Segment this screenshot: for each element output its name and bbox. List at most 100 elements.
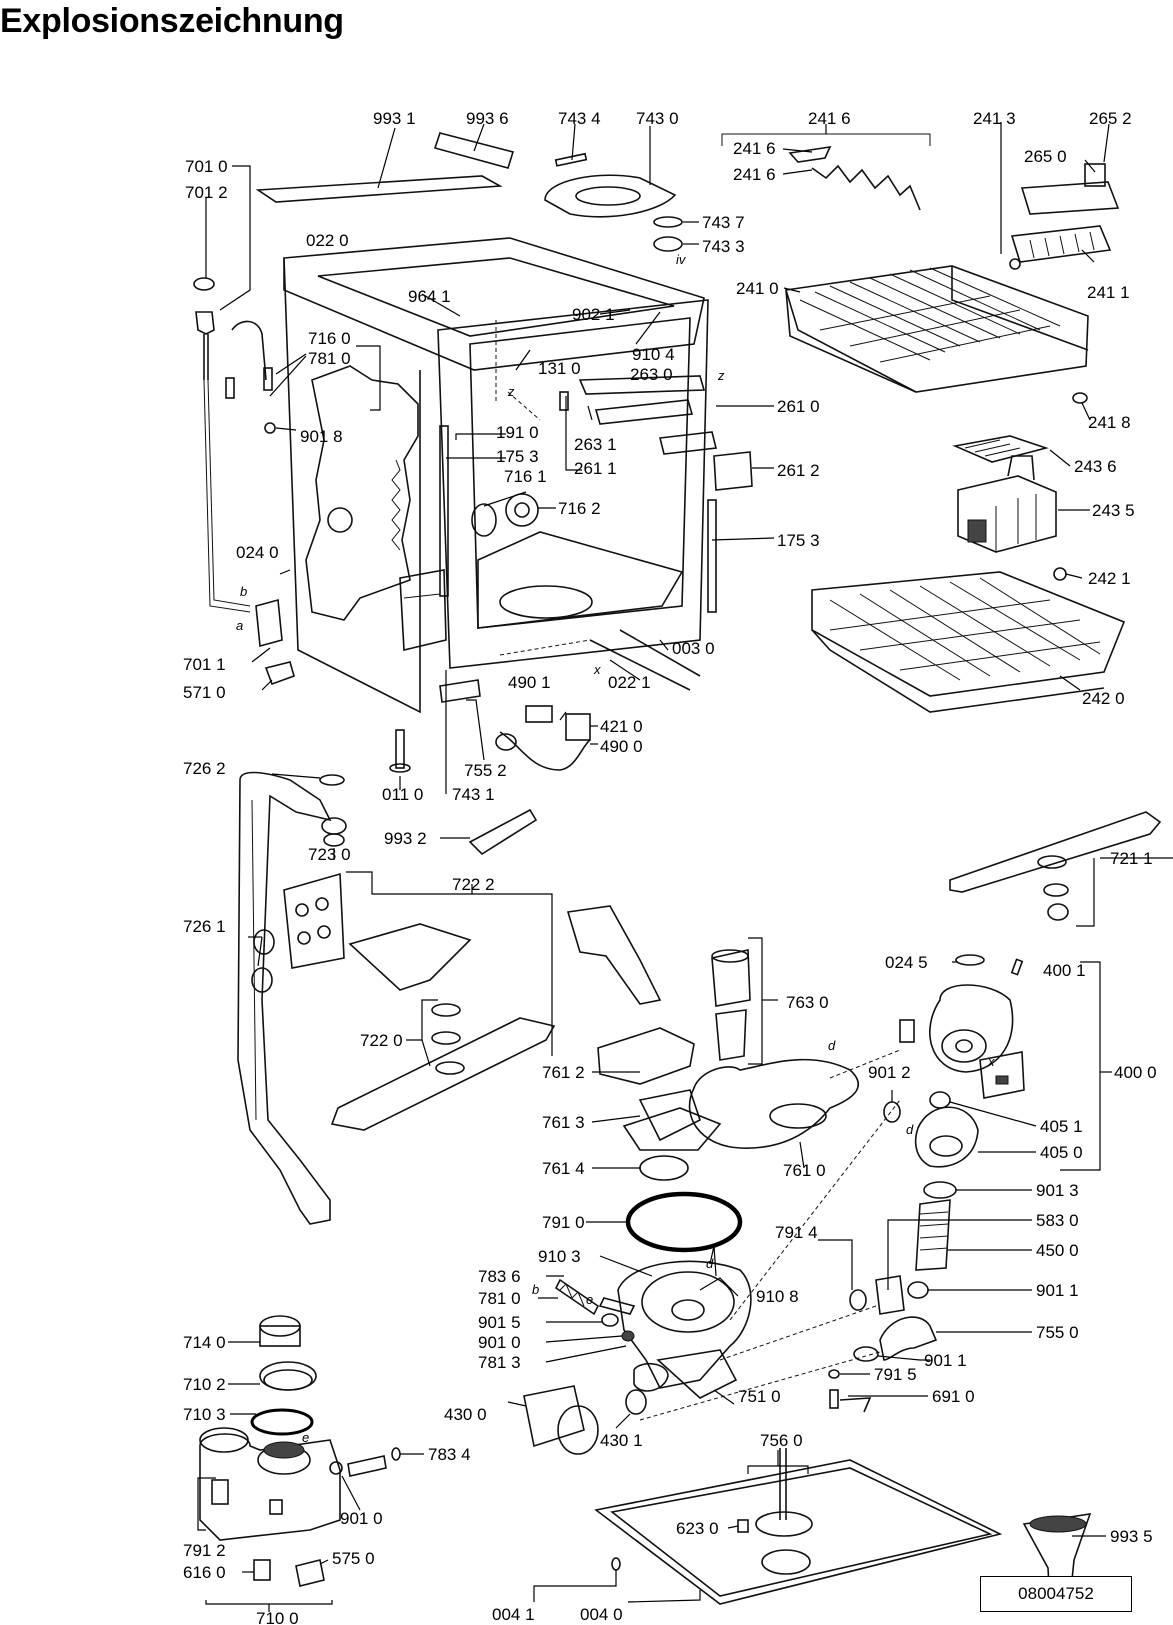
label-2610: 261 0 bbox=[777, 397, 820, 416]
label-7910: 791 0 bbox=[542, 1213, 585, 1232]
label-9641: 964 1 bbox=[408, 287, 451, 306]
label-5830: 583 0 bbox=[1036, 1211, 1079, 1230]
insulation-strip-9936 bbox=[433, 123, 515, 169]
label-7434: 743 4 bbox=[558, 109, 601, 128]
document-number-box: 08004752 bbox=[980, 1576, 1132, 1612]
ring-7433 bbox=[653, 236, 699, 252]
label-7612: 761 2 bbox=[542, 1063, 585, 1082]
label-9108: 910 8 bbox=[756, 1287, 799, 1306]
label-7813: 781 3 bbox=[478, 1353, 521, 1372]
inlet-hose-701 bbox=[193, 165, 295, 691]
label-0221: 022 1 bbox=[608, 673, 651, 692]
letter-d-3: d bbox=[828, 1038, 836, 1053]
label-4300: 430 0 bbox=[444, 1405, 487, 1424]
assembly-letters: a b b d d d e e x x z z iv bbox=[236, 252, 995, 1445]
label-1910: 191 0 bbox=[496, 423, 539, 442]
label-2411: 241 1 bbox=[1087, 283, 1130, 302]
tub-cabinet-0220 bbox=[283, 237, 717, 714]
label-7162: 716 2 bbox=[558, 499, 601, 518]
label-4210: 421 0 bbox=[600, 717, 643, 736]
electrical-parts-490 bbox=[495, 705, 598, 771]
filter-7630 bbox=[711, 937, 778, 1065]
label-7161: 716 1 bbox=[504, 467, 547, 486]
label-0245: 024 5 bbox=[885, 953, 928, 972]
circulation-pump-4000 bbox=[883, 954, 1112, 1171]
label-7914: 791 4 bbox=[775, 1223, 818, 1242]
letter-d-2: d bbox=[706, 1256, 714, 1271]
label-4001: 400 1 bbox=[1043, 961, 1086, 980]
label-7012: 701 2 bbox=[185, 183, 228, 202]
label-1753-b: 175 3 bbox=[777, 531, 820, 550]
label-7810-a: 781 0 bbox=[308, 349, 351, 368]
assembly-dashed-lines bbox=[639, 1049, 901, 1421]
label-2416-b: 241 6 bbox=[733, 165, 776, 184]
label-4500: 450 0 bbox=[1036, 1241, 1079, 1260]
label-4051: 405 1 bbox=[1040, 1117, 1083, 1136]
sump-base-7510 bbox=[599, 1245, 752, 1405]
label-2410: 241 0 bbox=[736, 279, 779, 298]
label-1310: 131 0 bbox=[538, 359, 581, 378]
sensor-parts-781 bbox=[538, 1275, 636, 1363]
base-plate-0040 bbox=[533, 1448, 1003, 1605]
sensor-6910 bbox=[828, 1369, 928, 1413]
label-2435: 243 5 bbox=[1092, 501, 1135, 520]
label-7834: 783 4 bbox=[428, 1445, 471, 1464]
letter-x: x bbox=[593, 662, 601, 677]
rack-rail-group-2416 bbox=[721, 124, 931, 211]
letter-x-2: x bbox=[987, 1054, 995, 1069]
label-2650: 265 0 bbox=[1024, 147, 1067, 166]
lower-tub-parts bbox=[389, 670, 538, 856]
hinge-pin-7434 bbox=[554, 123, 588, 167]
letter-b-2: b bbox=[532, 1282, 539, 1297]
label-2418: 241 8 bbox=[1088, 413, 1131, 432]
letter-z-2: z bbox=[717, 368, 725, 383]
top-plate-9931 bbox=[255, 127, 503, 203]
label-9936: 993 6 bbox=[466, 109, 509, 128]
label-9011-a: 901 1 bbox=[1036, 1281, 1079, 1300]
sump-parts-761 bbox=[566, 905, 859, 1181]
cutlery-basket-243 bbox=[952, 435, 1090, 553]
label-7560: 756 0 bbox=[760, 1431, 803, 1450]
label-2611: 261 1 bbox=[574, 459, 617, 478]
water-pipe-726 bbox=[237, 771, 347, 1225]
label-7552: 755 2 bbox=[464, 761, 507, 780]
label-9012: 901 2 bbox=[868, 1063, 911, 1082]
label-4901: 490 1 bbox=[508, 673, 551, 692]
label-7261: 726 1 bbox=[183, 917, 226, 936]
label-7437: 743 7 bbox=[702, 213, 745, 232]
label-7550: 755 0 bbox=[1036, 1323, 1079, 1342]
label-0220: 022 0 bbox=[306, 231, 349, 250]
label-9015: 901 5 bbox=[478, 1313, 521, 1332]
upper-basket-2410 bbox=[783, 265, 1091, 421]
label-0240: 024 0 bbox=[236, 543, 279, 562]
label-9103: 910 3 bbox=[538, 1247, 581, 1266]
label-7011: 701 1 bbox=[183, 655, 226, 674]
part-labels: 993 1 993 6 743 4 743 0 241 6 241 6 241 … bbox=[183, 109, 1157, 1625]
label-2612: 261 2 bbox=[777, 461, 820, 480]
label-7103: 710 3 bbox=[183, 1405, 226, 1424]
label-6910: 691 0 bbox=[932, 1387, 975, 1406]
label-7613: 761 3 bbox=[542, 1113, 585, 1132]
label-7140: 714 0 bbox=[183, 1333, 226, 1352]
water-softener-7100 bbox=[197, 1315, 341, 1612]
rail-parts-265 bbox=[1000, 122, 1120, 270]
label-2416-a: 241 6 bbox=[733, 139, 776, 158]
label-9021: 902 1 bbox=[572, 305, 615, 324]
label-7810-b: 781 0 bbox=[478, 1289, 521, 1308]
lower-spray-arm-7220 bbox=[330, 923, 556, 1131]
label-0040: 004 0 bbox=[580, 1605, 623, 1624]
label-7211: 721 1 bbox=[1110, 849, 1153, 868]
label-7614: 761 4 bbox=[542, 1159, 585, 1178]
drain-pump-4300 bbox=[507, 1385, 647, 1455]
label-4900: 490 0 bbox=[600, 737, 643, 756]
label-7836: 783 6 bbox=[478, 1267, 521, 1286]
letter-e-2: e bbox=[302, 1430, 309, 1445]
seal-7437 bbox=[653, 216, 699, 228]
spray-arm-bracket-7222 bbox=[283, 871, 553, 1056]
label-5710: 571 0 bbox=[183, 683, 226, 702]
label-7510: 751 0 bbox=[738, 1387, 781, 1406]
label-5750: 575 0 bbox=[332, 1549, 375, 1568]
spray-arm-mount-7162 bbox=[471, 493, 556, 537]
label-9013: 901 3 bbox=[1036, 1181, 1079, 1200]
